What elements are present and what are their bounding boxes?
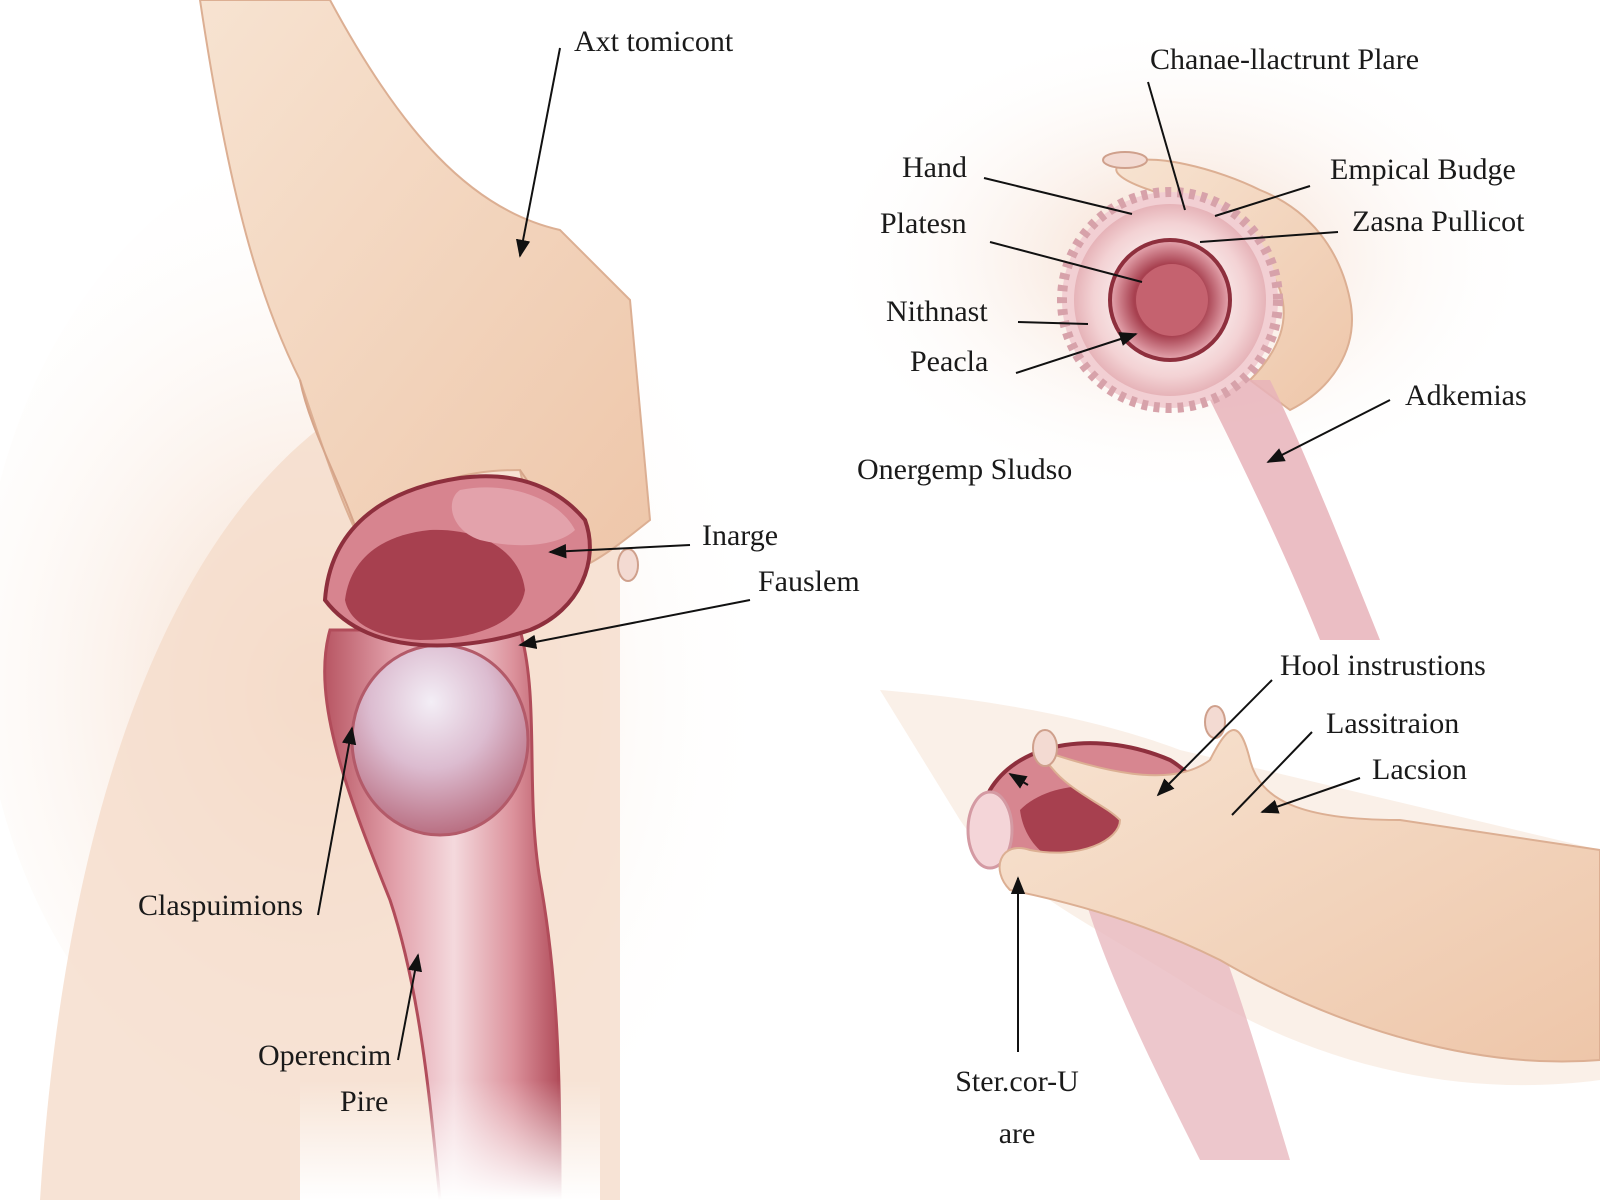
leader-hool-instrustions	[1156, 679, 1273, 797]
label-onergemp-sludso: Onergemp Sludso	[857, 453, 1073, 486]
left-fingernail-2	[617, 548, 639, 582]
leader-empical-budge	[1214, 185, 1311, 217]
label-chanae-llactrunt-plare: Chanae-llactrunt Plare	[1150, 43, 1420, 76]
label-hool-instrustions: Hool instrustions	[1280, 649, 1486, 682]
leader-claspuimions	[317, 726, 357, 916]
label-axt-tomicont: Axt tomicont	[574, 25, 734, 58]
leader-fauslem	[518, 599, 751, 649]
leader-chanae-llactrunt	[1147, 81, 1186, 211]
label-hand: Hand	[902, 151, 967, 184]
leader-operencim	[397, 953, 423, 1061]
label-inarge: Inarge	[702, 519, 779, 552]
left-chamber-fold	[451, 487, 575, 546]
leader-platesn	[989, 241, 1143, 283]
leader-lacsion	[1260, 777, 1361, 814]
leader-small-arrow	[1008, 773, 1029, 789]
top-right-center-hole	[1136, 264, 1208, 336]
left-tube-fade	[300, 900, 600, 1200]
leader-axt-tomicont	[515, 47, 561, 258]
label-platesn: Platesn	[880, 207, 967, 240]
leader-lassitraion	[1231, 731, 1313, 816]
label-adkemias: Adkemias	[1405, 379, 1527, 412]
label-empical-budge: Empical Budge	[1330, 153, 1516, 186]
label-are: are	[998, 1117, 1036, 1150]
top-right-fingernail	[1102, 151, 1148, 169]
label-claspuimions: Claspuimions	[138, 889, 304, 922]
leader-zasna-pullicot	[1199, 231, 1339, 243]
label-peacla: Peacla	[910, 345, 989, 378]
label-fauslem: Fauslem	[758, 565, 860, 598]
leader-adkemias	[1266, 399, 1391, 463]
label-ster-cor-u: Ster.cor-U	[955, 1065, 1079, 1098]
label-pire: Pire	[340, 1085, 389, 1118]
label-lacsion: Lacsion	[1372, 753, 1467, 786]
left-bulb	[350, 643, 530, 837]
label-operencim: Operencim	[258, 1039, 392, 1072]
top-right-stem	[1200, 380, 1380, 640]
label-zasna-pullicot: Zasna Pullicot	[1352, 205, 1525, 238]
leader-lines	[317, 47, 1391, 1061]
bottom-right-fingernail	[1032, 729, 1058, 767]
bottom-right-fringe	[966, 790, 1014, 870]
bottom-right-hand	[998, 729, 1600, 1063]
left-hand-crease	[299, 379, 361, 541]
label-lassitraion: Lassitraion	[1326, 707, 1460, 740]
leader-hand	[983, 177, 1133, 215]
label-nithnast: Nithnast	[886, 295, 988, 328]
leader-nithnast	[1017, 321, 1089, 325]
leader-inarge	[548, 543, 691, 559]
leader-peacla	[1015, 332, 1138, 374]
left-chamber-cavity	[345, 529, 525, 640]
bottom-right-fingernail-2	[1204, 705, 1226, 739]
bottom-right-stem	[1080, 880, 1290, 1160]
